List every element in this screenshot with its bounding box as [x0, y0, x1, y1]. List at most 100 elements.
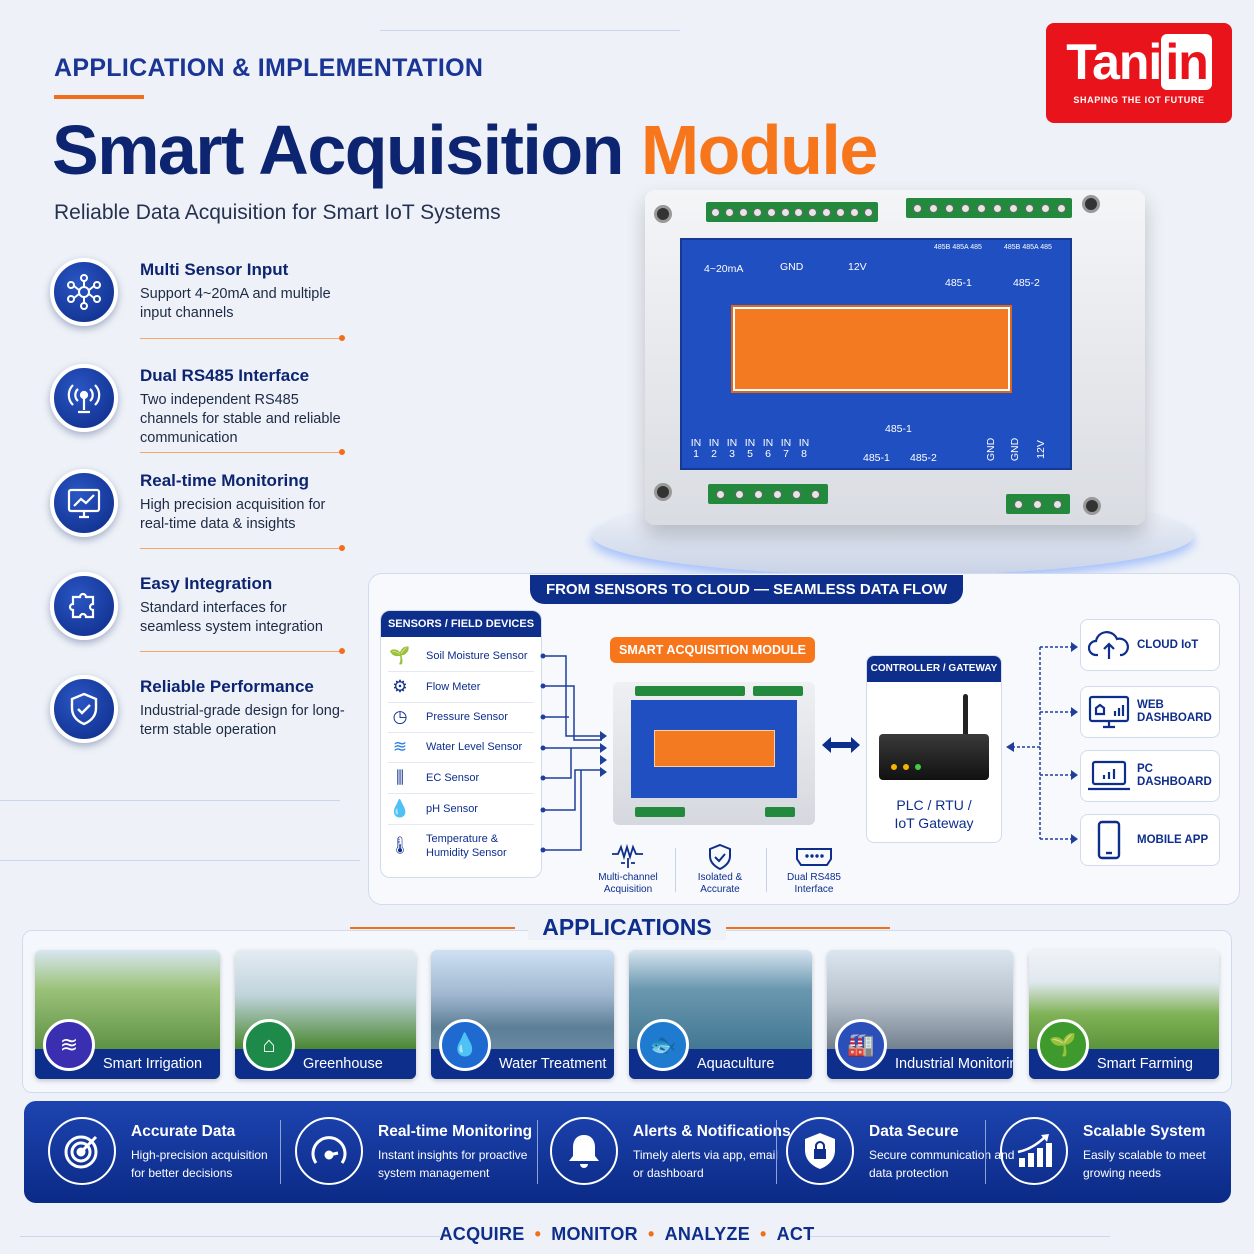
divider: [280, 1120, 281, 1184]
sensors-header: SENSORS / FIELD DEVICES: [381, 611, 541, 637]
label-485-1: 485-1: [863, 452, 890, 464]
data-flow-banner: FROM SENSORS TO CLOUD — SEAMLESS DATA FL…: [530, 575, 963, 604]
bell-icon: [550, 1117, 618, 1185]
footer-word: ACQUIRE: [439, 1224, 525, 1244]
logo-name-b: in: [1161, 34, 1212, 90]
factory-icon: 🏭: [835, 1019, 887, 1071]
application-card[interactable]: Smart Farming🌱: [1029, 950, 1219, 1079]
output-web-dashboard: WEB DASHBOARD: [1080, 686, 1220, 738]
terminal-block: [706, 202, 878, 222]
speedometer-icon: [295, 1117, 363, 1185]
divider: [985, 1120, 986, 1184]
application-card[interactable]: Industrial Monitoring🏭: [827, 950, 1013, 1079]
logo-name-a: Tani: [1066, 34, 1162, 90]
ec-probe-icon: ⫼: [396, 768, 404, 787]
benefit-title: Accurate Data: [131, 1123, 236, 1140]
label-12v: 12V: [848, 261, 867, 273]
divider: [140, 335, 345, 341]
pin-label: 485: [970, 244, 982, 251]
output-connectors: [1006, 642, 1078, 844]
input-label: IN 3: [726, 437, 738, 460]
footer-tagline: ACQUIRE•MONITOR•ANALYZE•ACT: [439, 1224, 815, 1244]
sensor-item: ◷Pressure Sensor: [388, 702, 534, 733]
sensor-label: pH Sensor: [426, 803, 478, 815]
label-485-pins: 485B 485A 485: [934, 242, 982, 253]
screw: [1083, 497, 1101, 515]
benefit-title: Scalable System: [1083, 1123, 1206, 1140]
benefit-desc: Timely alerts via app, email or dashboar…: [633, 1148, 778, 1180]
sensor-connectors: [540, 653, 607, 853]
soil-sprout-icon: 🌱: [389, 646, 411, 665]
sensor-item: 💧 pH Sensor: [388, 794, 534, 825]
sensor-label: Water Level Sensor: [426, 741, 523, 753]
logo-tagline: SHAPING THE IOT FUTURE: [1073, 95, 1205, 105]
label-485-1: 485-1: [945, 277, 972, 289]
kicker-underline: [54, 95, 144, 99]
circuit-line: [810, 1236, 1110, 1237]
feature-title: Real-time Monitoring: [140, 471, 310, 490]
antenna: [963, 694, 968, 744]
label-gnd: GND: [1009, 437, 1022, 462]
label-gnd: GND: [780, 261, 804, 273]
feature-title: Dual RS485 Interface: [140, 366, 310, 385]
feature-desc: Support 4~20mA and multiple input channe…: [140, 286, 331, 321]
application-card[interactable]: Water Treatment💧: [431, 950, 614, 1079]
sensor-item: ⚙Flow Meter: [388, 672, 534, 703]
sensor-item: ≋Water Level Sensor: [388, 732, 534, 763]
feature-desc: High precision acquisition for real-time…: [140, 497, 326, 532]
title-accent: Module: [640, 111, 878, 189]
application-card[interactable]: Smart Irrigation≋: [35, 950, 220, 1079]
growth-chart-icon: [1000, 1117, 1068, 1185]
smartphone-icon: [1081, 820, 1137, 860]
application-card[interactable]: Greenhouse⌂: [235, 950, 416, 1079]
output-label: MOBILE APP: [1137, 833, 1209, 846]
feature-desc: Standard interfaces for seamless system …: [140, 600, 323, 635]
module-thumbnail: [613, 682, 815, 825]
module-feature: Multi-channel Acquisition: [588, 842, 668, 896]
sensor-label: EC Sensor: [426, 772, 480, 784]
pin-label: 485A: [952, 244, 969, 251]
circuit-line: [380, 30, 680, 31]
wireless-antenna-icon: [50, 364, 118, 432]
connector-lines: [543, 655, 602, 851]
benefit-title: Alerts & Notifications: [633, 1123, 791, 1140]
controller-name: PLC / RTU / IoT Gateway: [894, 797, 974, 831]
cloud-upload-icon: [1081, 629, 1137, 661]
ph-drop-icon: 💧: [389, 799, 411, 818]
divider: [675, 848, 676, 892]
input-label: IN 1: [690, 437, 702, 460]
input-label: IN 5: [744, 437, 756, 460]
terminal-block: [1006, 494, 1070, 514]
irrigation-icon: ≋: [43, 1019, 95, 1071]
input-labels: IN 1 IN 2 IN 3 IN 5 IN 6 IN 7 IN 8: [690, 438, 810, 460]
page-title: Smart Acquisition Module: [52, 110, 878, 190]
module-display: [654, 730, 775, 767]
terminal-block: [635, 807, 685, 817]
application-card[interactable]: Aquaculture🐟: [629, 950, 812, 1079]
brand-logo: Taniin SHAPING THE IOT FUTURE: [1046, 23, 1232, 123]
benefit-desc: Easily scalable to meet growing needs: [1083, 1148, 1206, 1180]
benefit-title: Real-time Monitoring: [378, 1123, 533, 1140]
benefit-title: Data Secure: [869, 1123, 959, 1140]
title-main: Smart Acquisition: [52, 111, 624, 189]
fish-icon: 🐟: [637, 1019, 689, 1071]
module-feature-label: Multi-channel Acquisition: [598, 872, 658, 895]
sensor-item: 🌱Soil Moisture Sensor: [388, 641, 534, 672]
terminal-block: [635, 686, 745, 696]
pressure-gauge-icon: ◷: [392, 707, 408, 726]
screw: [1082, 195, 1100, 213]
screw: [654, 205, 672, 223]
circuit-line: [0, 800, 340, 801]
shield-check-icon: [680, 842, 760, 872]
output-mobile-app: MOBILE APP: [1080, 814, 1220, 866]
sensor-label: Temperature & Humidity Sensor: [426, 833, 507, 859]
shield-check-icon: [50, 675, 118, 743]
applications-title-text: APPLICATIONS: [528, 914, 726, 940]
sensor-item: ⫼ EC Sensor: [388, 763, 534, 794]
input-label: IN 2: [708, 437, 720, 460]
gateway-router-icon: [879, 734, 989, 780]
sensors-panel: SENSORS / FIELD DEVICES: [380, 610, 542, 878]
plant-sprout-icon: 🌱: [1037, 1019, 1089, 1071]
module-label: SMART ACQUISITION MODULE: [610, 637, 815, 663]
sensor-label: Flow Meter: [426, 681, 481, 693]
